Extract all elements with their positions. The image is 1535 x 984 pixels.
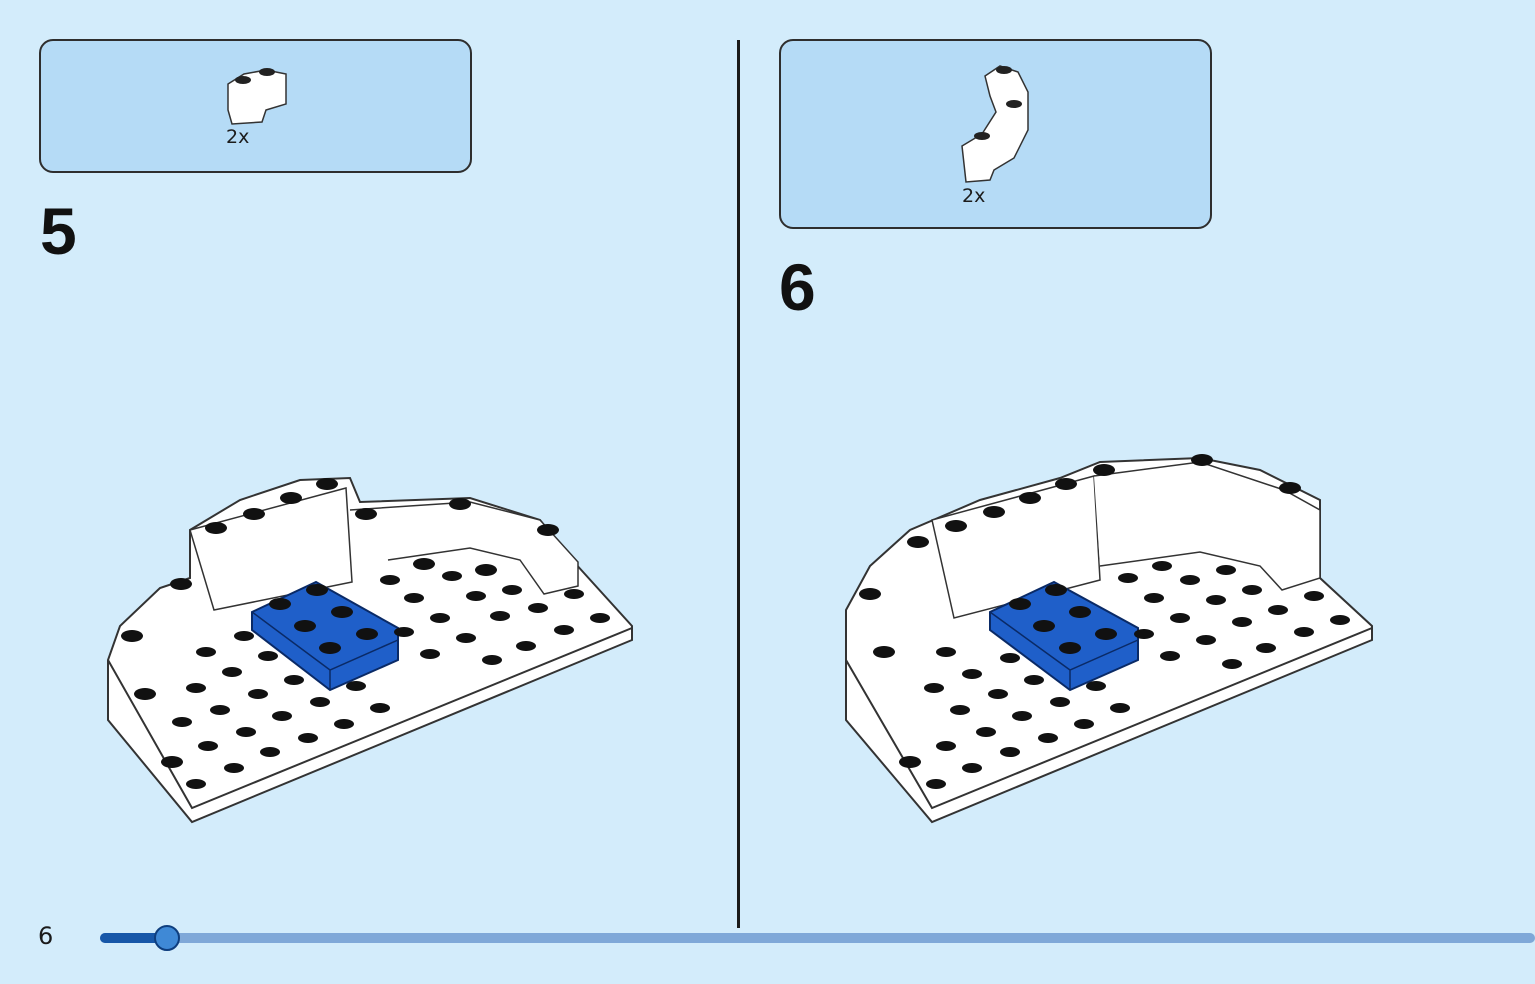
white-curved-brick-small-icon [227, 68, 287, 125]
step-number-6: 6 [779, 250, 816, 324]
progress-fill [100, 933, 168, 943]
progress-track [100, 925, 1535, 951]
step-number-5: 5 [40, 194, 77, 268]
step-5-model-illustration [107, 476, 633, 824]
part-quantity-step-5: 2x [226, 126, 250, 148]
page-number: 6 [38, 922, 54, 950]
step-divider [737, 40, 740, 928]
part-quantity-step-6: 2x [962, 185, 986, 207]
white-curved-arch-brick-icon [961, 65, 1029, 183]
progress-knob [154, 925, 181, 951]
step-6-model-illustration [845, 454, 1373, 824]
